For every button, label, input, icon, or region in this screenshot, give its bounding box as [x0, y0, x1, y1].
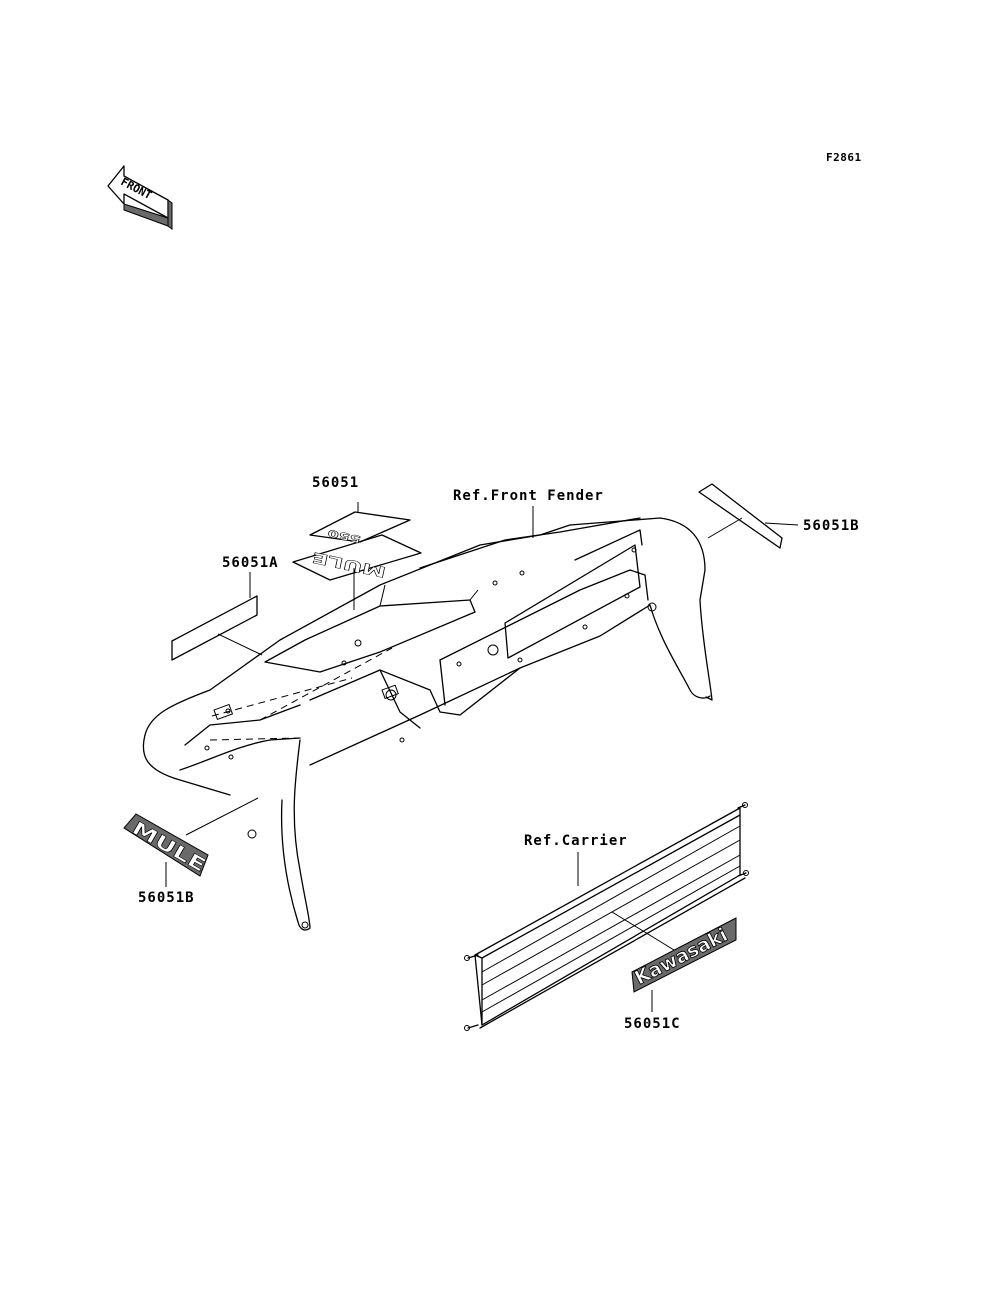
decal-mule-550: MULE 550: [292, 511, 422, 581]
decal-56051a: [171, 595, 258, 661]
decal-56051b-right: [698, 483, 783, 549]
callout-56051b-right: 56051B: [803, 518, 860, 534]
front-fender: [142, 517, 713, 931]
figure-code: F2861: [826, 151, 862, 164]
ref-front-fender-label: Ref.Front Fender: [453, 488, 604, 504]
callout-56051c: 56051C: [624, 1016, 681, 1032]
callout-56051a: 56051A: [222, 555, 279, 571]
front-arrow-icon: FRONT: [107, 165, 173, 230]
decal-mule-emblem: MULE: [123, 813, 210, 877]
callout-56051b-left: 56051B: [138, 890, 195, 906]
callout-56051: 56051: [312, 475, 359, 491]
mule-emblem-text: MULE: [128, 818, 209, 877]
ref-carrier-label: Ref.Carrier: [524, 833, 628, 849]
carrier-tailgate: [464, 802, 749, 1031]
model-number-text: 550: [327, 527, 362, 545]
